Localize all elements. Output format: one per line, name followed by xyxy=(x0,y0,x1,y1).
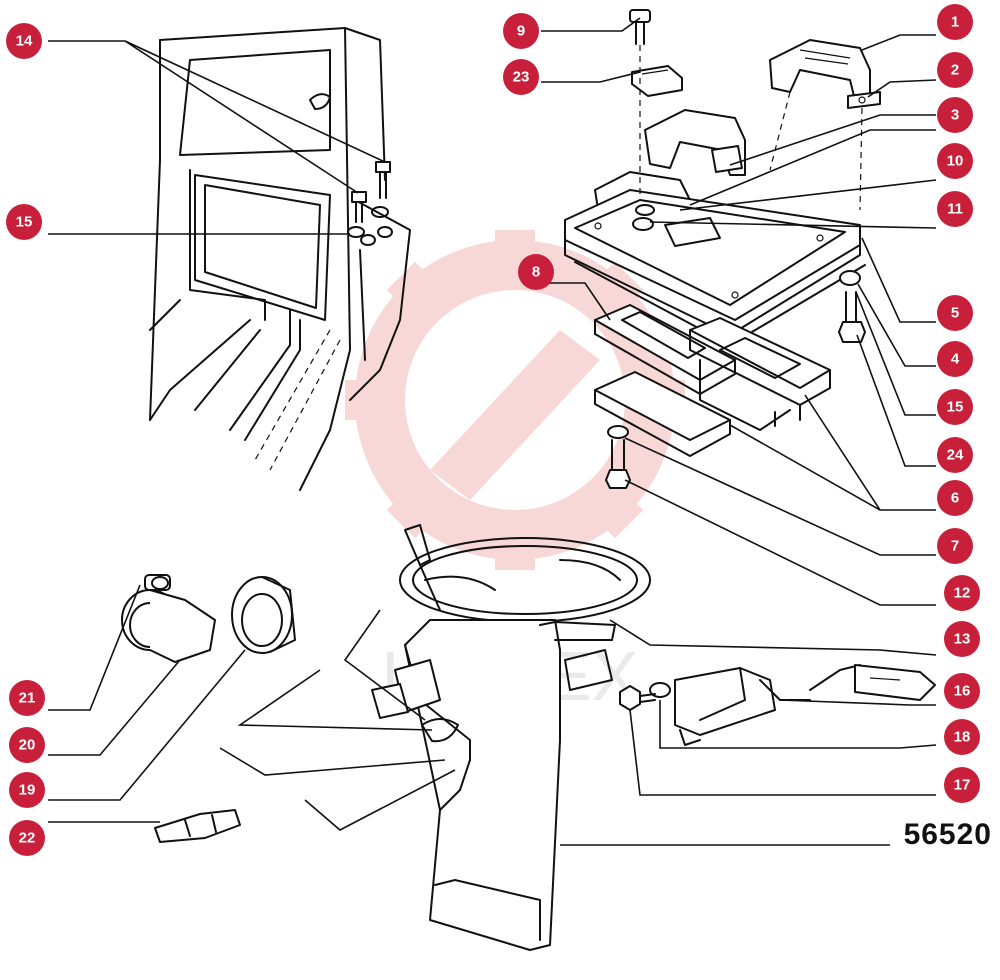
switch-components-drawing xyxy=(121,574,296,843)
callout-1: 1 xyxy=(937,4,973,40)
callout-20: 20 xyxy=(9,727,45,763)
mounting-plate-assembly xyxy=(564,9,881,489)
svg-text:10: 10 xyxy=(947,153,964,170)
svg-text:16: 16 xyxy=(954,683,971,700)
diagram-code: 56520 xyxy=(903,818,992,851)
callout-11: 11 xyxy=(937,191,973,227)
cab-frame-drawing xyxy=(149,27,411,491)
callout-15-right: 15 xyxy=(937,389,973,425)
callout-15-left: 15 xyxy=(6,204,42,240)
svg-text:15: 15 xyxy=(16,214,33,231)
svg-text:1: 1 xyxy=(951,14,959,31)
svg-text:9: 9 xyxy=(517,23,525,40)
callout-5: 5 xyxy=(937,295,973,331)
callout-2: 2 xyxy=(937,52,973,88)
svg-text:12: 12 xyxy=(954,585,971,602)
callout-13: 13 xyxy=(944,621,980,657)
steering-column-drawing xyxy=(371,524,651,951)
callout-22: 22 xyxy=(9,820,45,856)
svg-text:18: 18 xyxy=(954,729,971,746)
callout-7: 7 xyxy=(937,528,973,564)
svg-text:14: 14 xyxy=(16,33,33,50)
callout-9: 9 xyxy=(503,13,539,49)
callout-3: 3 xyxy=(937,97,973,133)
svg-text:15: 15 xyxy=(947,399,964,416)
callout-4: 4 xyxy=(937,341,973,377)
callout-23: 23 xyxy=(503,59,539,95)
svg-text:2: 2 xyxy=(951,62,959,79)
svg-text:23: 23 xyxy=(513,69,530,86)
svg-text:13: 13 xyxy=(954,631,971,648)
svg-text:4: 4 xyxy=(951,351,960,368)
callout-6: 6 xyxy=(937,480,973,516)
callout-12: 12 xyxy=(944,575,980,611)
svg-text:17: 17 xyxy=(954,777,971,794)
callout-8: 8 xyxy=(518,254,554,290)
callout-16: 16 xyxy=(944,673,980,709)
svg-text:22: 22 xyxy=(19,830,36,847)
svg-text:5: 5 xyxy=(951,305,959,322)
svg-text:19: 19 xyxy=(19,782,36,799)
leader-lines xyxy=(48,17,937,846)
svg-text:3: 3 xyxy=(951,107,959,124)
svg-text:11: 11 xyxy=(947,201,963,218)
callout-24: 24 xyxy=(937,437,973,473)
svg-text:21: 21 xyxy=(19,690,36,707)
svg-text:8: 8 xyxy=(532,264,540,281)
svg-text:20: 20 xyxy=(19,737,36,754)
callout-19: 19 xyxy=(9,772,45,808)
callout-21: 21 xyxy=(9,680,45,716)
callout-10: 10 xyxy=(937,143,973,179)
callout-14-left: 14 xyxy=(6,23,42,59)
svg-text:6: 6 xyxy=(951,490,959,507)
callout-18: 18 xyxy=(944,719,980,755)
lever-switch-drawing xyxy=(619,664,936,746)
svg-text:24: 24 xyxy=(947,447,964,464)
callout-17: 17 xyxy=(944,767,980,803)
svg-text:7: 7 xyxy=(951,538,959,555)
